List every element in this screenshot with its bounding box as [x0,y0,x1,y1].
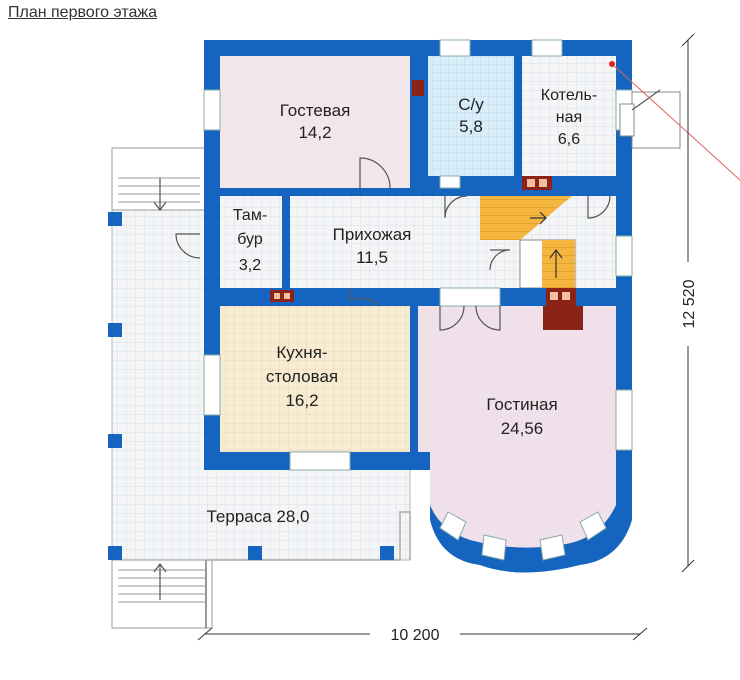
boiler-room [522,56,616,176]
hallway-area: 11,5 [356,248,388,267]
kitchen-name-line2: столовая [266,367,338,386]
guest-room-name: Гостевая [280,101,351,120]
terrace-label: Терраса 28,0 [206,507,309,526]
kitchen-name-line1: Кухня- [276,343,327,362]
guest-room [220,56,410,188]
width-dimension: 10 200 [391,627,440,644]
doors [175,157,611,331]
boiler-name-line2: ная [556,109,582,126]
boiler-name-line1: Котель- [541,87,597,104]
guest-room-area: 14,2 [298,123,331,142]
bathroom-name: С/у [458,95,484,114]
vestibule [220,196,282,288]
living-room-name: Гостиная [486,395,557,414]
living-room [418,306,616,548]
hallway-name: Прихожая [333,225,412,244]
height-dimension: 12 520 [681,279,698,328]
kitchen-area: 16,2 [285,391,318,410]
vestibule-area: 3,2 [239,257,261,274]
staircase-lower [542,240,575,288]
vestibule-name-line1: Там- [233,207,267,224]
bathroom [428,56,514,176]
boiler-area: 6,6 [558,131,580,148]
vestibule-name-line2: бур [237,231,263,248]
bathroom-area: 5,8 [459,117,483,136]
chimney [270,80,583,330]
page-title-link[interactable]: План первого этажа [8,4,157,21]
kitchen-dining [220,306,410,452]
staircase-upper [480,196,572,240]
living-room-area: 24,56 [501,419,544,438]
